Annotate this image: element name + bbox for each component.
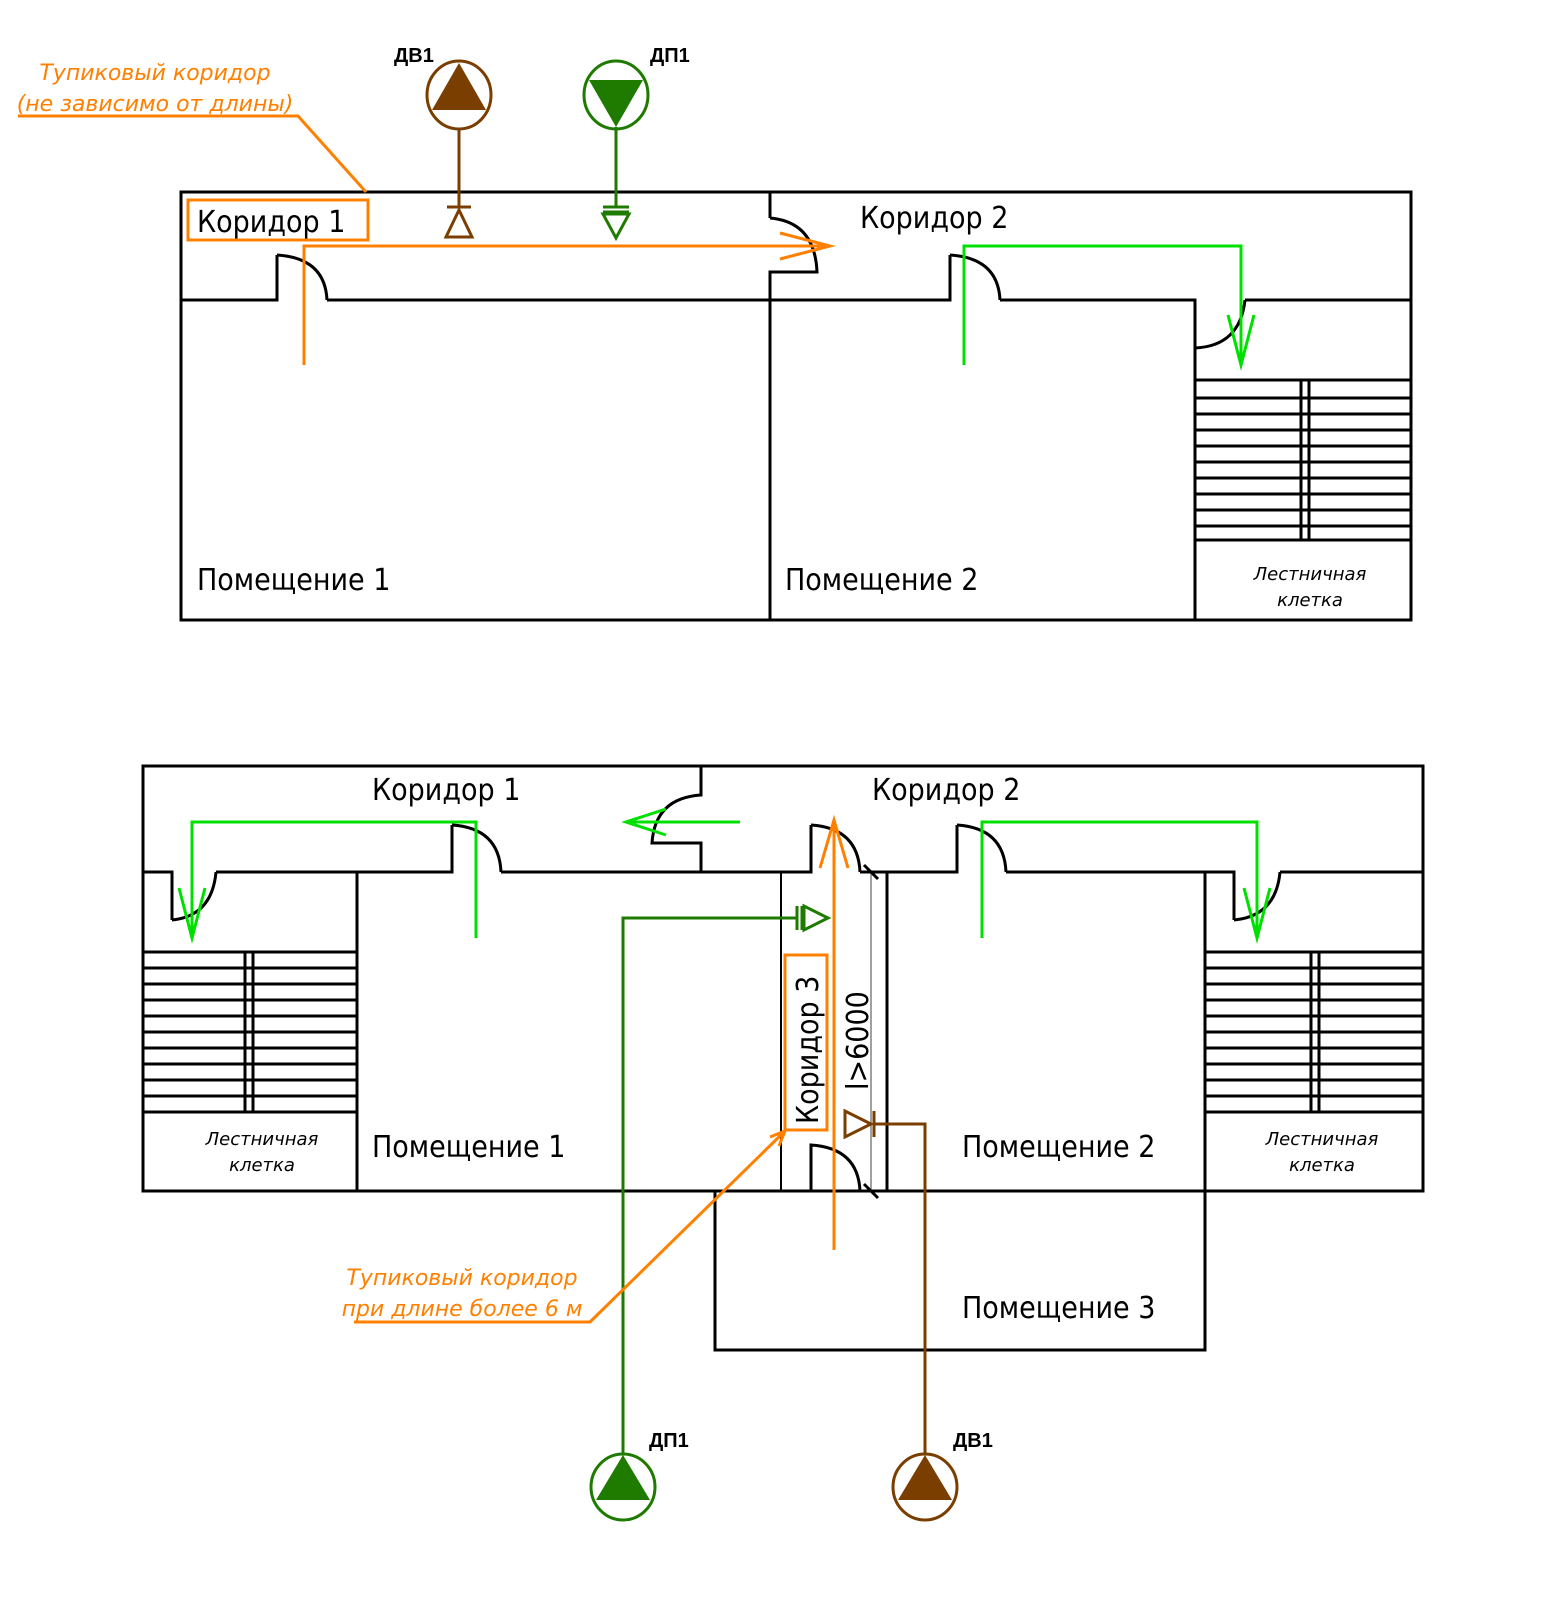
label-corridor-2: Коридор 2 [872,773,1020,808]
outer-wall [141,764,1425,1193]
dimension-label: l>6000 [841,991,876,1090]
dead-end-arrow-icon [818,814,850,869]
label-room-2: Помещение 2 [962,1130,1155,1165]
label-room-2: Помещение 2 [785,563,978,598]
label-corridor-2: Коридор 2 [860,201,1008,236]
dimension-ticks [862,863,880,1200]
note-line-1: Тупиковый коридор [39,61,270,86]
stair-steps [1195,378,1411,542]
label-room-1: Помещение 1 [197,563,390,598]
supply-fan-dp1 [582,59,650,242]
fan-up-triangle-icon [432,63,486,110]
label-stair-right-1: Лестничная [1265,1129,1379,1150]
note-line-1: Тупиковый коридор [346,1266,577,1291]
evacuation-arrow-corridor-icon [621,807,667,837]
partition-wall [768,192,819,620]
tag-dv1: ДВ1 [394,45,434,67]
label-room-1: Помещение 1 [372,1130,565,1165]
evacuation-arrow-icon [1226,314,1256,371]
label-corridor-3: Коридор 3 [791,976,826,1124]
fan-down-triangle-icon [589,80,643,127]
corridor-wall [143,825,1423,920]
outer-wall [179,190,1413,622]
evacuation-path [962,244,1243,365]
tag-dv1: ДВ1 [953,1430,993,1452]
fan-up-triangle-icon [596,1455,650,1500]
door-corridor3-bottom [809,1143,862,1192]
supply-grille-icon [600,212,632,242]
label-stair-1: Лестничная [1253,564,1367,585]
stair-left-steps [143,952,357,1112]
door-stair [1194,299,1247,350]
exhaust-fan-dv1 [425,59,493,239]
door-corridor3-top [810,823,862,873]
supply-fan-dp1 [589,903,832,1522]
note-leader [18,114,368,194]
stair-right-steps [1205,952,1423,1112]
label-corridor-1: Коридор 1 [197,205,345,240]
dead-end-arrow-icon [779,231,836,261]
label-stair-left-1: Лестничная [205,1129,319,1150]
corridor-1-highlight [186,198,370,242]
corridor-wall [181,255,1411,348]
fan-up-triangle-icon [898,1455,952,1500]
corridor-3-highlight [783,953,829,1132]
label-stair-right-2: клетка [1289,1155,1355,1176]
evacuation-arrow-left-icon [177,887,207,944]
plan-bottom: Коридор 1 Коридор 2 Помещение 1 Помещени… [141,764,1425,1522]
note-leader [354,1129,787,1324]
door-stair-left [171,871,218,922]
evacuation-path-right [980,820,1259,938]
label-stair-left-2: клетка [229,1155,295,1176]
note-line-2: (не зависимо от длины) [17,92,294,117]
evacuation-arrow-right-icon [1242,887,1272,944]
exhaust-fan-dv1 [843,1108,959,1522]
supply-grille-icon [802,903,832,933]
door-room2 [949,253,1002,301]
evacuation-path-left [190,820,478,938]
exhaust-grille-icon [443,206,475,239]
partition-wall [650,766,703,872]
tag-dp1: ДП1 [649,1430,689,1452]
label-corridor-1: Коридор 1 [372,773,520,808]
door-room1 [451,823,503,873]
door-room1 [276,253,329,301]
note-line-2: при длине более 6 м [342,1297,583,1322]
label-room-3: Помещение 3 [962,1291,1155,1326]
label-stair-2: клетка [1277,590,1343,611]
note-leader-arrow-icon [769,1128,788,1147]
plan-top: Коридор 1 Коридор 2 Помещение 1 Помещени… [17,45,1413,622]
tag-dp1: ДП1 [650,45,690,67]
exhaust-grille-icon [843,1108,875,1140]
door-room2 [956,823,1008,873]
room-3-wall [713,1191,1207,1352]
dead-end-path [302,244,830,365]
